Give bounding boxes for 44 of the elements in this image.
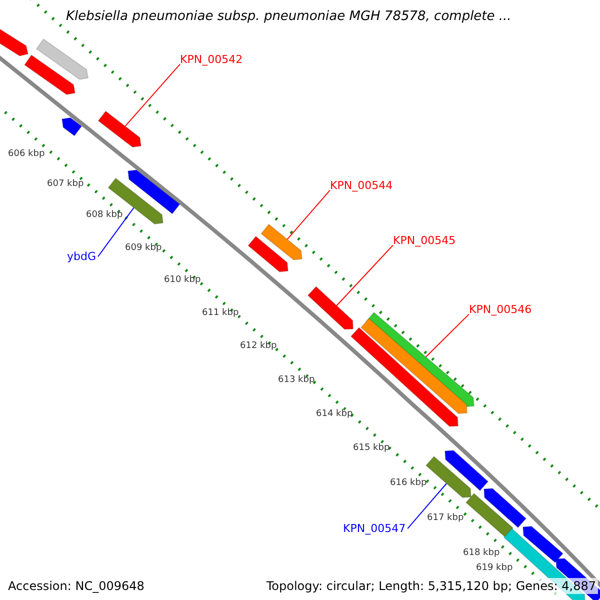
tick-label: 619 kbp bbox=[476, 563, 513, 574]
leader-line bbox=[124, 64, 180, 127]
gene-feature-block bbox=[360, 318, 468, 414]
leader-line bbox=[286, 190, 330, 240]
tick-label: 612 kbp bbox=[240, 341, 277, 352]
gene-feature-block bbox=[444, 450, 489, 492]
gene-label: KPN_00547 bbox=[343, 522, 406, 536]
tick-label: 617 kbp bbox=[427, 513, 464, 524]
gene-label: ybdG bbox=[67, 250, 96, 264]
gene-label: KPN_00542 bbox=[180, 53, 243, 66]
tick-label: 618 kbp bbox=[463, 548, 500, 559]
gene-label: KPN_00545 bbox=[393, 234, 456, 248]
gene-feature-block bbox=[127, 169, 180, 214]
tick-label: 616 kbp bbox=[390, 478, 427, 489]
tick-label: 608 kbp bbox=[86, 210, 123, 221]
gene-feature-block bbox=[98, 110, 142, 148]
gene-feature-block bbox=[522, 526, 564, 564]
tick-label: 613 kbp bbox=[278, 375, 315, 386]
footer-text: Topology: circular; Length: 5,315,120 bp; Genes: 4,887 bbox=[264, 578, 598, 594]
tick-label: 615 kbp bbox=[353, 443, 390, 454]
tick-label: 607 kbp bbox=[47, 179, 84, 190]
leader-line bbox=[336, 244, 394, 306]
tick-label: 606 kbp bbox=[8, 149, 45, 160]
gene-label: KPN_00544 bbox=[330, 179, 393, 192]
gene-feature-block bbox=[307, 286, 354, 330]
leader-line bbox=[407, 483, 447, 530]
gene-feature-block bbox=[61, 117, 82, 136]
gene-label: KPN_00546 bbox=[469, 303, 532, 316]
gene-feature-block bbox=[260, 224, 303, 260]
tick-label: 609 kbp bbox=[125, 243, 162, 254]
gene-feature-block bbox=[483, 488, 527, 528]
tick-label: 611 kbp bbox=[202, 308, 239, 319]
footer-text: Accession: NC_009648 bbox=[6, 578, 146, 594]
tick-label: 614 kbp bbox=[316, 409, 353, 420]
leader-line bbox=[425, 314, 470, 358]
gene-feature-block bbox=[108, 178, 164, 225]
leader-line bbox=[98, 207, 134, 258]
title: Klebsiella pneumoniae subsp. pneumoniae MGH 78578, complete ... bbox=[66, 9, 512, 25]
gene-feature-block bbox=[248, 236, 289, 272]
gene-feature-block bbox=[24, 54, 76, 96]
tick-label: 610 kbp bbox=[164, 275, 201, 286]
gene-feature-block bbox=[465, 492, 514, 538]
gene-feature-block bbox=[36, 38, 89, 80]
gene-feature-block bbox=[425, 456, 472, 498]
